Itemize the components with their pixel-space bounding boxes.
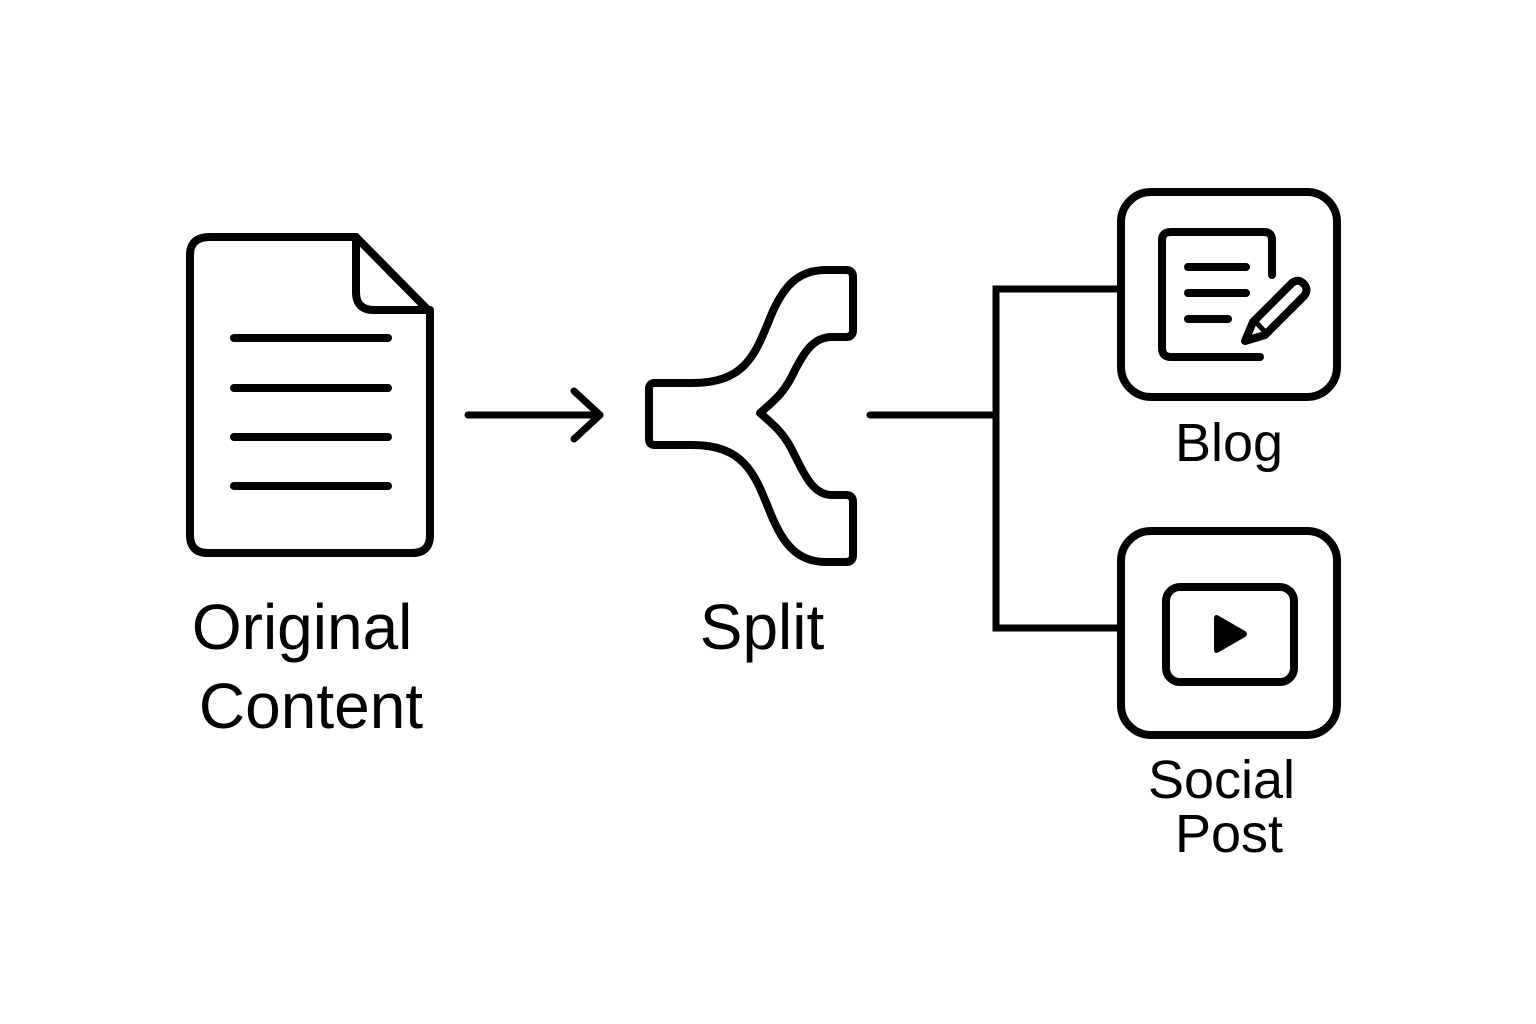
connector-bracket xyxy=(992,285,1120,632)
document-icon xyxy=(186,233,434,557)
original-content-label-line-1: Original xyxy=(192,591,413,663)
social-post-label-line-2: Post xyxy=(1175,804,1283,864)
video-play-icon xyxy=(1162,583,1298,686)
arrow-head xyxy=(570,387,604,443)
arrow-to-split xyxy=(464,387,604,443)
original-content-label-line-2: Content xyxy=(199,670,423,742)
blog-label: Blog xyxy=(1175,413,1283,473)
original-content-label: Original Content xyxy=(192,591,430,742)
split-label: Split xyxy=(700,591,825,663)
blog-edit-icon xyxy=(1158,228,1311,361)
blog-node[interactable]: Blog xyxy=(1117,188,1341,473)
social-post-label: Social Post xyxy=(1148,750,1310,864)
social-post-node[interactable]: Social Post xyxy=(1117,527,1341,864)
split-icon xyxy=(645,266,857,566)
split-connector xyxy=(866,285,1120,632)
social-post-label-line-1: Social xyxy=(1148,750,1295,810)
